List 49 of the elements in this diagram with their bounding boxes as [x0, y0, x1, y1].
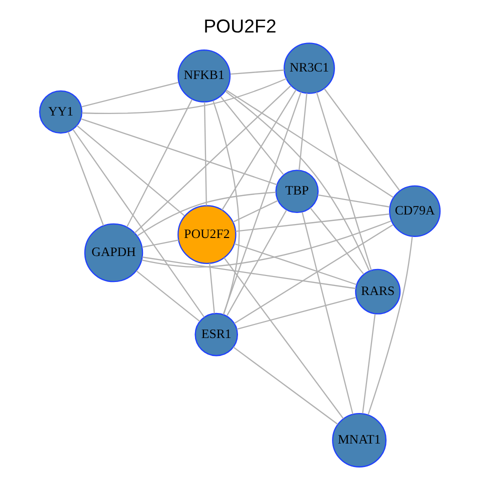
connector [302, 212, 354, 414]
connector [222, 89, 297, 210]
connector [212, 100, 240, 315]
connector [324, 88, 400, 191]
node-circle: TBP [275, 170, 319, 214]
node-circle: ESR1 [194, 312, 238, 356]
connector [68, 132, 104, 226]
connector [142, 220, 392, 268]
connector [136, 192, 276, 236]
connector [82, 78, 287, 114]
connector [72, 129, 205, 318]
connector [220, 96, 284, 176]
connector [76, 125, 185, 216]
connector [316, 92, 372, 270]
node-circle: NFKB1 [178, 49, 231, 102]
connector [224, 257, 344, 419]
diagram-title: POU2F2 [204, 16, 276, 37]
connector [226, 210, 287, 316]
connector [134, 85, 292, 234]
node-circle: NR3C1 [284, 42, 335, 94]
connector [209, 263, 215, 314]
connector [236, 296, 356, 330]
connector [226, 90, 394, 198]
connector [232, 200, 278, 223]
connector [225, 90, 370, 272]
connector [80, 118, 278, 186]
connector [232, 346, 338, 425]
connector [142, 256, 356, 290]
connector [142, 240, 179, 248]
connector [234, 224, 394, 324]
connector [126, 99, 193, 228]
connector [230, 70, 284, 75]
connector [318, 194, 390, 208]
node-circle: RARS [355, 268, 401, 314]
node-circle: POU2F2 [178, 205, 236, 264]
connector [236, 213, 390, 232]
node-circle: YY1 [39, 90, 82, 134]
node-circle: GAPDH [84, 223, 144, 282]
connector [310, 208, 364, 274]
connector [362, 314, 376, 414]
connector [234, 243, 357, 286]
connector [222, 92, 302, 314]
connector [204, 102, 207, 206]
connector [136, 270, 200, 322]
node-circle: CD79A [389, 185, 441, 237]
connector [298, 93, 308, 170]
connector [81, 82, 179, 108]
node-circle: MNAT1 [332, 412, 387, 468]
connector [368, 236, 413, 415]
